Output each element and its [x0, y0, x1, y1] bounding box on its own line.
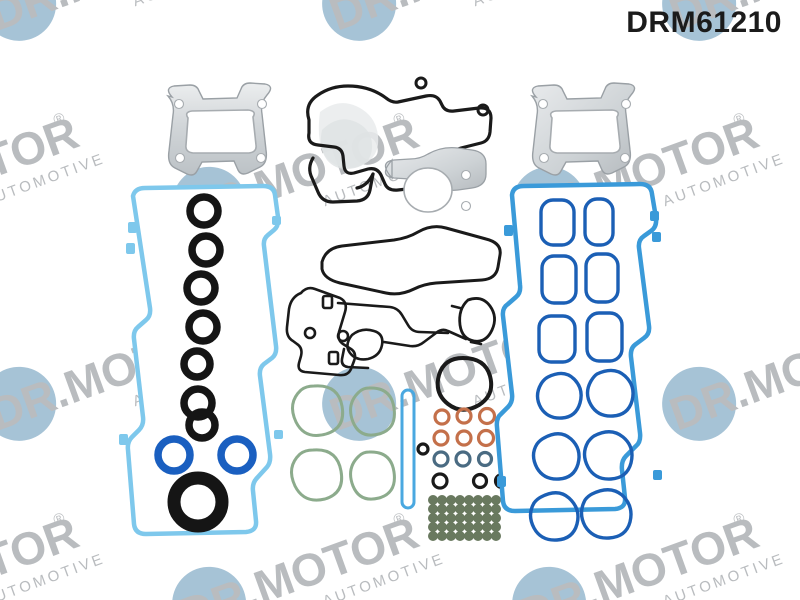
exhaust-manifold-gasket-left: [166, 82, 272, 176]
valve-stem-seals: [428, 495, 501, 541]
steel-blue-orings: [432, 450, 494, 468]
valve-cover-gasket-left: [119, 183, 283, 537]
part-number-label: DRM61210: [626, 6, 782, 39]
oil-pan-seal: [320, 225, 502, 296]
green-orings: [289, 384, 396, 502]
small-irregular-seal: [458, 297, 496, 343]
blue-strip-seal: [400, 388, 416, 510]
exhaust-flange-gasket: [384, 146, 487, 213]
round-oring-large: [435, 355, 494, 412]
copper-washers: [432, 406, 497, 448]
exhaust-manifold-gasket-right: [530, 82, 636, 176]
water-pump-gasket: [306, 76, 493, 204]
intake-manifold-gasket-right: [494, 181, 662, 542]
